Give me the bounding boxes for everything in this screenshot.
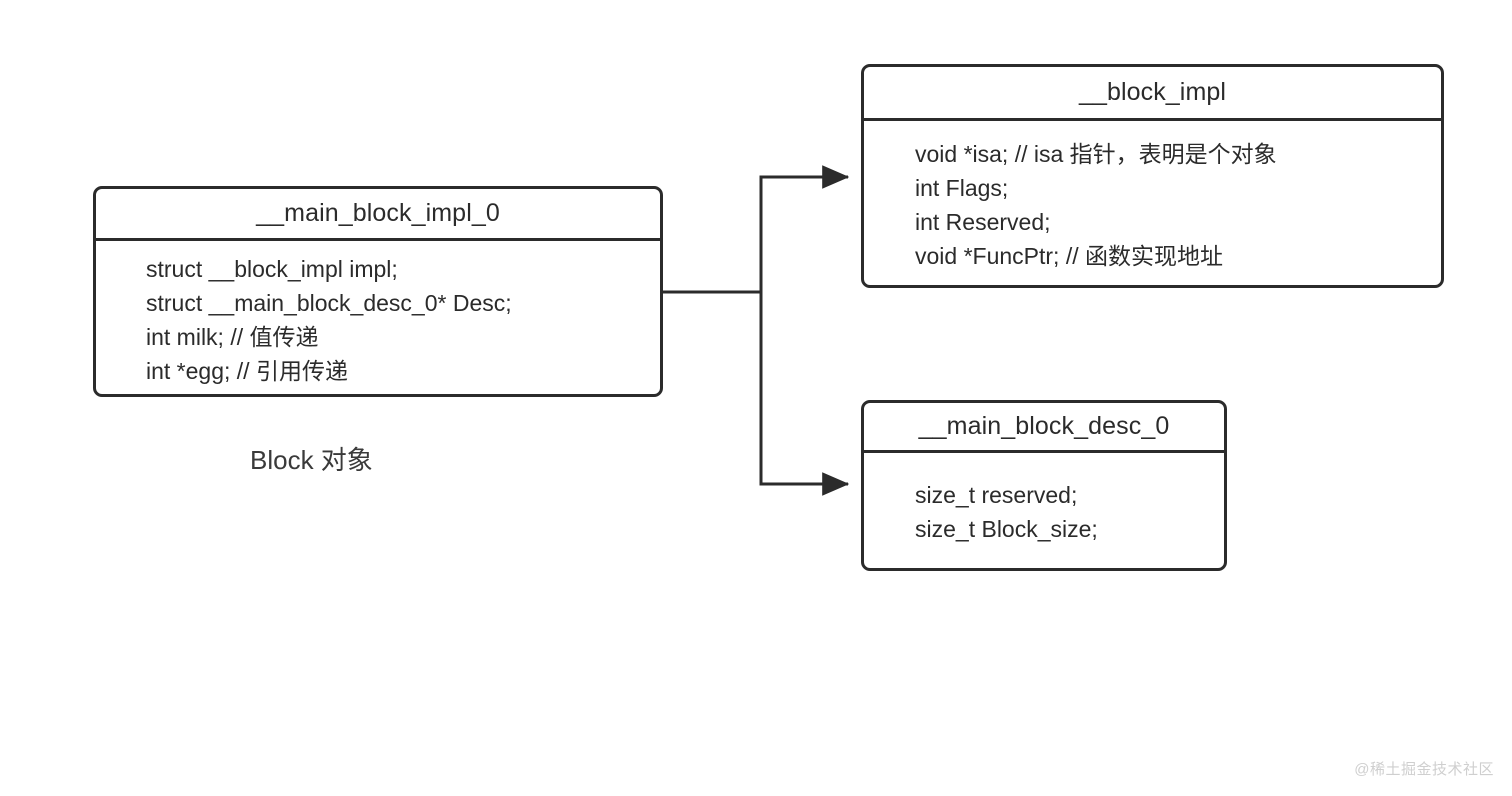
field-row: struct __main_block_desc_0* Desc; (146, 290, 512, 316)
node-main-block-impl-0[interactable]: __main_block_impl_0 struct __block_impl … (93, 186, 663, 397)
field-row: size_t Block_size; (915, 516, 1098, 542)
field-row: struct __block_impl impl; (146, 256, 398, 282)
node-title-block-impl: __block_impl (864, 67, 1441, 121)
node-body-block-impl: void *isa; // isa 指针，表明是个对象 int Flags; i… (864, 121, 1441, 285)
field-row: void *FuncPtr; // 函数实现地址 (915, 242, 1224, 269)
node-main-block-desc-0[interactable]: __main_block_desc_0 size_t reserved; siz… (861, 400, 1227, 571)
field-row: int Reserved; (915, 208, 1051, 235)
watermark: @稀土掘金技术社区 (1354, 761, 1494, 778)
field-row: int milk; // 值传递 (146, 324, 319, 350)
field-row: int *egg; // 引用传递 (146, 358, 348, 384)
field-row: void *isa; // isa 指针，表明是个对象 (915, 140, 1277, 167)
field-row: int Flags; (915, 174, 1009, 201)
node-title-main-block-desc-0: __main_block_desc_0 (864, 403, 1224, 453)
caption-block-object: Block 对象 (250, 445, 373, 475)
node-body-main-block-desc-0: size_t reserved; size_t Block_size; (864, 453, 1224, 568)
node-body-main-block-impl-0: struct __block_impl impl; struct __main_… (96, 241, 660, 394)
node-title-main-block-impl-0: __main_block_impl_0 (96, 189, 660, 241)
node-block-impl[interactable]: __block_impl void *isa; // isa 指针，表明是个对象… (861, 64, 1444, 288)
field-row: size_t reserved; (915, 482, 1078, 508)
